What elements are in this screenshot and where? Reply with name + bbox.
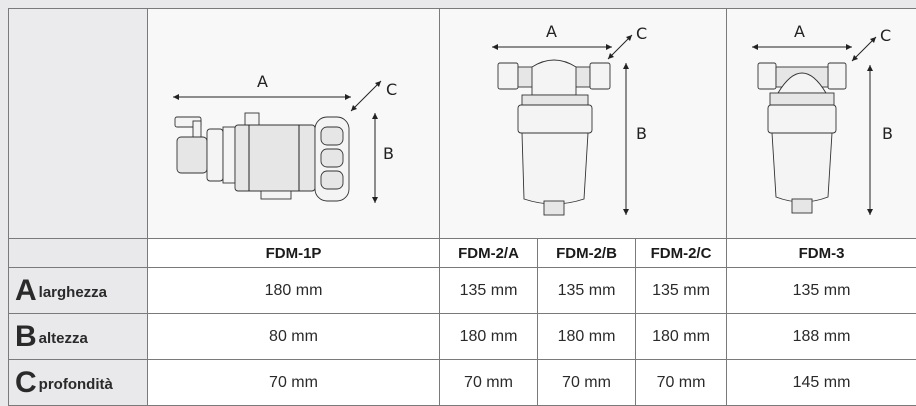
row-letter: A [15,274,36,307]
depth-letter: C [636,24,647,43]
row-letter: B [15,320,36,353]
value-cell: 70 mm [636,360,727,406]
fdm-2-drawing: A C B [440,9,726,233]
value-cell: 180 mm [538,314,636,360]
drawing-fdm-2: A C B [440,9,727,239]
header-fdm-3: FDM-3 [727,239,916,268]
value-cell: 180 mm [440,314,538,360]
height-letter: B [383,144,394,163]
value-cell: 135 mm [440,268,538,314]
value-cell: 70 mm [148,360,440,406]
drawing-fdm-3: A C B [727,9,916,239]
depth-arrow [351,81,381,111]
row-name: altezza [39,330,88,347]
row-letter: C [15,366,36,399]
value-cell: 180 mm [148,268,440,314]
value-cell: 135 mm [727,268,916,314]
value-cell: 70 mm [538,360,636,406]
fdm-1p-device [175,113,349,201]
row-name: profondità [39,376,113,393]
value-cell: 180 mm [636,314,727,360]
width-letter: A [794,22,805,41]
width-letter: A [257,72,268,91]
dimensions-table: A C B [8,8,916,406]
header-corner [9,239,148,268]
top-band [0,0,916,8]
value-cell: 70 mm [440,360,538,406]
height-letter: B [636,124,647,143]
value-cell: 135 mm [538,268,636,314]
depth-letter: C [386,80,397,99]
fdm-3-drawing: A C B [728,9,916,233]
width-letter: A [546,22,557,41]
header-fdm-2b: FDM-2/B [538,239,636,268]
fdm-3-device [758,63,846,213]
value-cell: 145 mm [727,360,916,406]
fdm-2-device [498,60,610,215]
fdm-1p-drawing: A C B [149,9,439,233]
row-name: larghezza [39,284,107,301]
value-cell: 188 mm [727,314,916,360]
header-fdm-1p: FDM-1P [148,239,440,268]
model-header-row: FDM-1P FDM-2/A FDM-2/B FDM-2/C FDM-3 [9,239,916,268]
depth-letter: C [880,26,891,45]
drawing-fdm-1p: A C B [148,9,440,239]
drawings-row: A C B [9,9,916,239]
value-cell: 80 mm [148,314,440,360]
height-letter: B [882,124,893,143]
value-cell: 135 mm [636,268,727,314]
header-fdm-2a: FDM-2/A [440,239,538,268]
corner-cell [9,9,148,239]
header-fdm-2c: FDM-2/C [636,239,727,268]
